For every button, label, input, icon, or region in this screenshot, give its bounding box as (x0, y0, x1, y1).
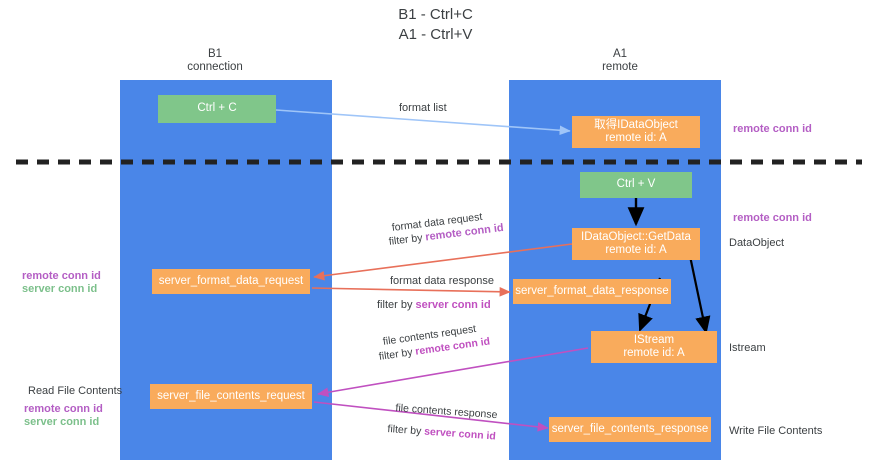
column-header-b1: B1 connection (155, 48, 275, 74)
filter-key-server-conn-id-2: server conn id (423, 425, 497, 443)
box-server-file-contents-response-label: server_file_contents_response (551, 422, 709, 435)
box-server-format-data-request-label: server_format_data_request (158, 274, 304, 287)
box-istream[interactable]: IStream remote id: A (591, 331, 717, 363)
box-server-file-contents-response[interactable]: server_file_contents_response (549, 417, 711, 442)
edge-label-format-data-response: format data response (390, 275, 494, 287)
side-label-read-file-contents: Read File Contents (28, 385, 123, 397)
side-label-left-remote-conn-id-2: remote conn id (24, 403, 103, 415)
edge-label-file-contents-response-text: file contents response (395, 401, 498, 422)
box-idataobject[interactable]: 取得IDataObject remote id: A (572, 116, 700, 148)
edge-label-format-data-response-filter: filter by server conn id (377, 298, 491, 312)
side-label-left-server-conn-id-2: server conn id (24, 416, 100, 428)
edge-label-file-contents-response-filter: filter by server conn id (387, 422, 496, 444)
filter-prefix-4: filter by (387, 422, 425, 438)
box-getdata-sub: remote id: A (605, 244, 667, 256)
title-line-1: B1 - Ctrl+C (398, 6, 473, 23)
side-label-dataobject: DataObject (729, 237, 785, 249)
side-label-istream: Istream (729, 342, 766, 354)
arrow-format-data-response (311, 286, 511, 297)
side-label-remote-conn-id-mid: remote conn id (733, 212, 812, 224)
column-b1-name: B1 (207, 48, 223, 60)
column-b1-role: connection (187, 61, 243, 73)
edge-label-format-list: format list (399, 102, 447, 114)
box-ctrl-c[interactable]: Ctrl + C (158, 95, 276, 123)
title-line-2: A1 - Ctrl+V (398, 26, 473, 43)
column-a1-role: remote (602, 61, 638, 73)
box-idataobject-sub: remote id: A (605, 132, 667, 144)
box-istream-sub: remote id: A (623, 347, 685, 359)
box-getdata-title: IDataObject::GetData (581, 230, 691, 243)
box-server-format-data-response[interactable]: server_format_data_response (513, 279, 671, 304)
box-server-file-contents-request-label: server_file_contents_request (157, 389, 305, 402)
box-istream-title: IStream (633, 333, 675, 346)
side-label-write-file-contents: Write File Contents (729, 425, 823, 437)
edge-label-file-contents-response: file contents response (395, 401, 498, 422)
filter-key-server-conn-id-1: server conn id (415, 299, 491, 311)
box-server-format-data-response-label: server_format_data_response (515, 284, 669, 297)
side-label-left-remote-conn-id: remote conn id (22, 270, 101, 282)
column-a1-name: A1 (612, 48, 628, 60)
box-ctrl-c-label: Ctrl + C (197, 102, 237, 115)
column-header-a1: A1 remote (560, 48, 680, 74)
side-label-remote-conn-id-top: remote conn id (733, 123, 812, 135)
box-getdata[interactable]: IDataObject::GetData remote id: A (572, 228, 700, 260)
filter-prefix-2: filter by (377, 299, 416, 311)
filter-prefix-1: filter by (388, 231, 427, 248)
side-label-left-server-conn-id: server conn id (22, 283, 98, 295)
diagram-title: B1 - Ctrl+C A1 - Ctrl+V (0, 5, 871, 45)
box-server-format-data-request[interactable]: server_format_data_request (152, 269, 310, 294)
box-idataobject-title: 取得IDataObject (594, 118, 678, 131)
filter-prefix-3: filter by (378, 345, 417, 363)
box-ctrl-v[interactable]: Ctrl + V (580, 172, 692, 198)
box-ctrl-v-label: Ctrl + V (616, 178, 656, 191)
box-server-file-contents-request[interactable]: server_file_contents_request (150, 384, 312, 409)
